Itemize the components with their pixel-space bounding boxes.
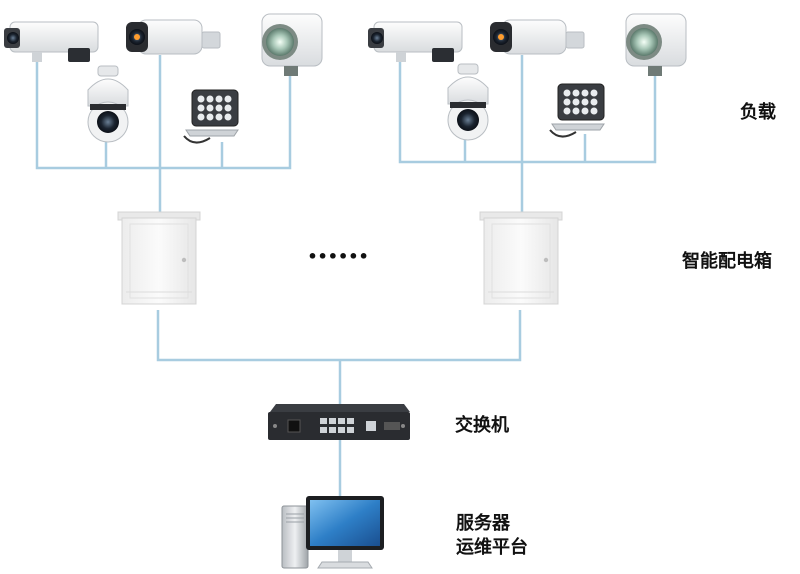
server-label-line2: 运维平台 — [456, 537, 528, 558]
led-illuminator-icon — [549, 83, 605, 138]
load-label: 负载 — [740, 102, 776, 123]
network-switch-icon — [268, 404, 410, 440]
switch-label: 交换机 — [455, 415, 509, 436]
floodlight-camera-icon — [625, 13, 687, 76]
dome-camera-icon — [87, 65, 129, 143]
smart-box-right — [479, 211, 563, 305]
server-platform-label: 服务器 运维平台 — [456, 512, 528, 560]
server-label-line1: 服务器 — [456, 513, 510, 534]
load-group-left — [4, 13, 323, 144]
box-camera-icon — [368, 21, 463, 62]
floodlight-camera-icon — [261, 13, 323, 76]
box-camera-icon — [4, 21, 99, 62]
dome-camera-icon — [447, 63, 489, 141]
smart-box-label: 智能配电箱 — [682, 251, 772, 272]
led-illuminator-icon — [183, 89, 239, 144]
wiring — [35, 55, 657, 496]
smart-box-left — [117, 211, 201, 305]
more-boxes-ellipsis: •••••• — [307, 247, 368, 266]
server-workstation-icon — [281, 496, 384, 569]
load-group-right — [368, 13, 687, 141]
bullet-camera-icon — [126, 19, 221, 55]
bullet-camera-icon — [490, 19, 585, 55]
